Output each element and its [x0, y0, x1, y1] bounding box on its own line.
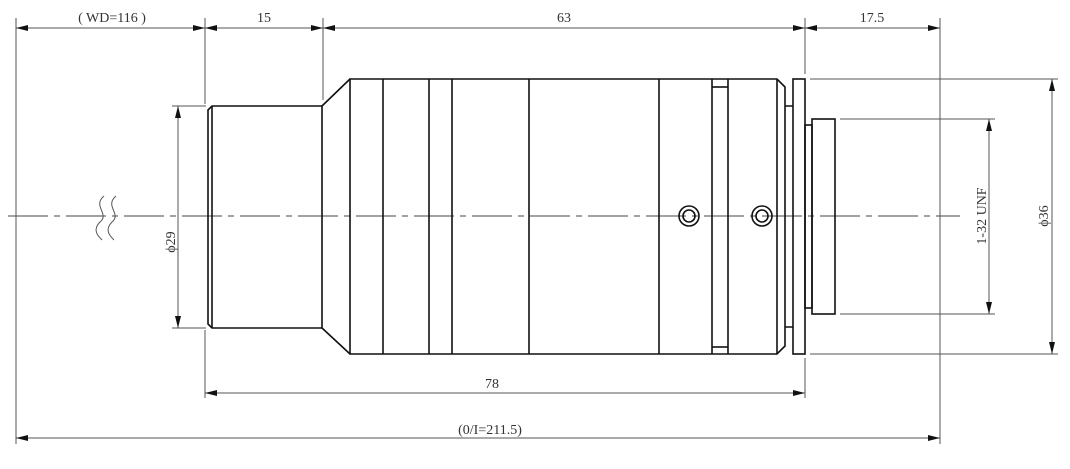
dim-object-to-image: (0/I=211.5) — [458, 423, 522, 438]
dimension-lines — [16, 25, 1055, 441]
dim-total-length: 78 — [485, 377, 499, 392]
dim-thread: 1-32 UNF — [975, 187, 990, 244]
dim-rear-length: 17.5 — [860, 11, 885, 26]
dim-working-distance: ( WD=116 ) — [78, 11, 146, 26]
break-symbol — [95, 195, 117, 241]
c-mount-thread — [811, 118, 836, 315]
set-screw-icon — [751, 205, 773, 227]
dim-body-length: 63 — [557, 11, 571, 26]
front-barrel — [207, 105, 323, 329]
extension-lines — [15, 18, 1058, 444]
dim-front-length: 15 — [257, 11, 271, 26]
dim-front-diameter: ϕ29 — [164, 231, 179, 252]
dim-body-diameter: ϕ36 — [1037, 205, 1052, 226]
set-screw-icon — [678, 205, 700, 227]
lens-body — [207, 78, 836, 355]
